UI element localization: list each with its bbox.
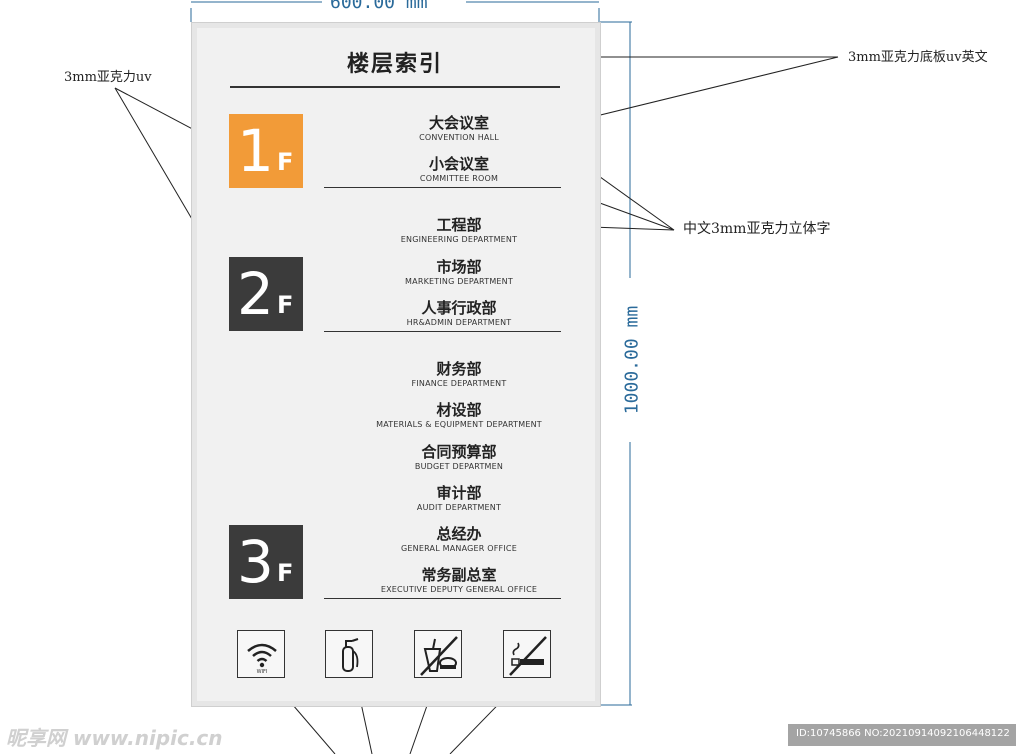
height-dimension-label: 1000.00 mm bbox=[621, 305, 643, 415]
floor-badge-1f: 1 F bbox=[229, 114, 303, 188]
title-divider bbox=[230, 86, 560, 88]
annotation-backplate: 3mm亚克力底板uv英文 bbox=[848, 50, 988, 65]
floor-number: 3 bbox=[237, 528, 274, 596]
floor-suffix: F bbox=[277, 148, 294, 176]
dept-name-cn: 审计部 bbox=[436, 484, 482, 502]
floor-2-divider bbox=[324, 331, 561, 332]
dept-name-en: HR&ADMIN DEPARTMENT bbox=[406, 318, 512, 327]
annotation-chinese-3d: 中文3mm亚克力立体字 bbox=[683, 221, 831, 237]
wifi-icon: WIFI bbox=[237, 630, 285, 678]
dept-name-en: CONVENTION HALL bbox=[419, 133, 499, 142]
dept-name-cn: 总经办 bbox=[436, 525, 482, 543]
dept-name-en: MATERIALS & EQUIPMENT DEPARTMENT bbox=[376, 420, 542, 429]
board-title: 楼层索引 bbox=[346, 52, 443, 77]
dept-hr-admin: 人事行政部 HR&ADMIN DEPARTMENT bbox=[324, 299, 594, 328]
dept-name-cn: 大会议室 bbox=[428, 114, 489, 132]
floor-number: 2 bbox=[237, 260, 274, 328]
annotation-uv-left: 3mm亚克力uv bbox=[64, 70, 152, 85]
wifi-label: WIFI bbox=[256, 669, 268, 675]
dept-executive-deputy: 常务副总室 EXECUTIVE DEPUTY GENERAL OFFICE bbox=[324, 566, 594, 595]
dept-finance: 财务部 FINANCE DEPARTMENT bbox=[324, 360, 594, 389]
watermark-logo: 昵享网 www.nipic.cn bbox=[6, 726, 223, 750]
dept-name-cn: 人事行政部 bbox=[421, 299, 497, 317]
dept-name-en: ENGINEERING DEPARTMENT bbox=[400, 235, 518, 244]
dept-name-cn: 合同预算部 bbox=[421, 443, 497, 461]
width-dimension-label: 600.00 mm bbox=[330, 0, 428, 13]
no-food-icon bbox=[414, 630, 462, 678]
floor-badge-2f: 2 F bbox=[229, 257, 303, 331]
dept-name-cn: 财务部 bbox=[436, 360, 482, 378]
dept-name-cn: 小会议室 bbox=[428, 155, 489, 173]
dept-name-en: BUDGET DEPARTMEN bbox=[414, 462, 504, 471]
dept-general-manager: 总经办 GENERAL MANAGER OFFICE bbox=[324, 525, 594, 554]
watermark-id-text: ID:10745866 NO:20210914092106448122 bbox=[796, 728, 1010, 739]
dept-engineering: 工程部 ENGINEERING DEPARTMENT bbox=[324, 216, 594, 245]
dept-name-en: COMMITTEE ROOM bbox=[419, 174, 499, 183]
floor-suffix: F bbox=[277, 291, 294, 319]
dept-marketing: 市场部 MARKETING DEPARTMENT bbox=[324, 258, 594, 287]
dept-name-cn: 工程部 bbox=[436, 216, 482, 234]
dept-committee-room: 小会议室 COMMITTEE ROOM bbox=[324, 155, 594, 184]
dept-convention-hall: 大会议室 CONVENTION HALL bbox=[324, 114, 594, 143]
watermark-id-bar bbox=[788, 724, 1016, 746]
dept-audit: 审计部 AUDIT DEPARTMENT bbox=[324, 484, 594, 513]
floor-1-divider bbox=[324, 187, 561, 188]
dept-name-en: MARKETING DEPARTMENT bbox=[405, 277, 513, 286]
dept-name-en: FINANCE DEPARTMENT bbox=[411, 379, 507, 388]
no-smoking-icon bbox=[503, 630, 551, 678]
dept-name-cn: 常务副总室 bbox=[421, 566, 497, 584]
fire-extinguisher-icon bbox=[325, 630, 373, 678]
dept-budget: 合同预算部 BUDGET DEPARTMEN bbox=[324, 443, 594, 472]
dept-materials-equipment: 材设部 MATERIALS & EQUIPMENT DEPARTMENT bbox=[324, 401, 594, 430]
floor-badge-3f: 3 F bbox=[229, 525, 303, 599]
dept-name-en: AUDIT DEPARTMENT bbox=[416, 503, 502, 512]
dept-name-en: GENERAL MANAGER OFFICE bbox=[401, 544, 517, 553]
floor-3-divider bbox=[324, 598, 561, 599]
dept-name-cn: 市场部 bbox=[436, 258, 482, 276]
dept-name-en: EXECUTIVE DEPUTY GENERAL OFFICE bbox=[380, 585, 538, 594]
floor-number: 1 bbox=[237, 117, 274, 185]
floor-suffix: F bbox=[277, 559, 294, 587]
dept-name-cn: 材设部 bbox=[436, 401, 482, 419]
